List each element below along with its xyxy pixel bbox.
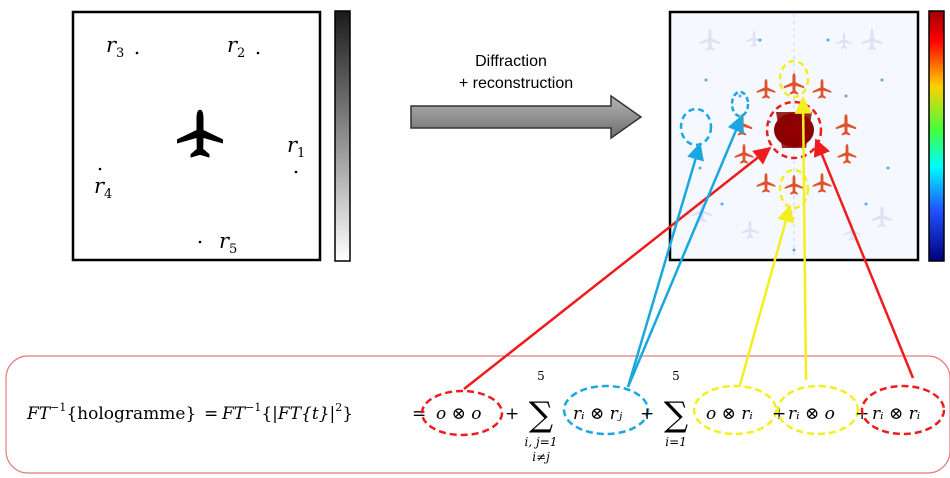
eq-plus-3: + (772, 404, 786, 424)
eq-rhs-ft: FT (221, 404, 247, 424)
rainbow-colorbar (928, 10, 945, 262)
process-label-line1: Diffraction (475, 53, 547, 70)
process-arrow: Diffraction + reconstruction (410, 53, 643, 140)
point-r2: r2 (227, 33, 260, 61)
sum1-bottom: i, j=1 (525, 435, 558, 449)
highlight-autocorr (765, 100, 823, 160)
point-r1: r1 (287, 133, 305, 174)
ellipse-riri (860, 384, 946, 436)
arrow-right-icon (410, 94, 643, 140)
svg-text:r2: r2 (227, 33, 245, 61)
arrow-or (738, 204, 795, 386)
eq-equals-1: = (204, 404, 218, 424)
eq-lhs-ft: FT (26, 404, 52, 424)
sum2-top: 5 (672, 369, 680, 383)
highlight-or-top (778, 59, 810, 99)
highlight-rr-inner (730, 90, 750, 118)
term-oo: o ⊗ o (436, 404, 482, 424)
ellipse-oo (420, 389, 504, 437)
term-rirj: rᵢ ⊗ rⱼ (573, 404, 623, 424)
svg-text:r5: r5 (219, 229, 237, 257)
term-riri: rᵢ ⊗ rᵢ (872, 404, 920, 424)
sum1-cond: i≠j (532, 450, 550, 464)
sum2-bottom: i=1 (665, 435, 687, 449)
sum1-sigma: ∑ (529, 395, 553, 435)
sum2-sigma: ∑ (664, 395, 688, 435)
eq-inner-ft: FT (277, 404, 303, 424)
blue-dots (698, 38, 890, 252)
object-panel: r3 r2 r1 r4 r5 (71, 10, 322, 262)
connector-arrows (463, 96, 915, 390)
process-label-line2: + reconstruction (459, 75, 573, 92)
equation: FT−1{hologramme} = FT−1{|FT{t}|2} = o ⊗ … (26, 369, 946, 464)
arrow-rri (813, 138, 915, 379)
point-r3: r3 (106, 33, 139, 61)
svg-text:FT−1{|FT{t}|2}: FT−1{|FT{t}|2} (221, 401, 353, 424)
arrow-ro (794, 96, 812, 381)
point-r5: r5 (198, 229, 237, 257)
sum1-top: 5 (537, 369, 545, 383)
point-r4: r4 (94, 167, 112, 202)
arrow-rr-1 (626, 142, 704, 388)
eq-inner-arg: {t} (301, 404, 329, 424)
reconstruction-panel (668, 10, 920, 262)
eq-rhs-close: } (342, 404, 353, 424)
ellipse-ori (692, 384, 778, 436)
eq-rhs-open: {| (261, 404, 278, 424)
arrow-oo (463, 146, 772, 390)
equation-frame (5, 355, 950, 474)
term-ori: o ⊗ rᵢ (706, 404, 753, 424)
svg-text:FT−1{hologramme}: FT−1{hologramme} (26, 401, 196, 424)
svg-text:r1: r1 (287, 133, 305, 161)
eq-lhs-arg: {hologramme} (66, 404, 196, 424)
eq-rhs-square: 2 (335, 401, 342, 414)
svg-text:r4: r4 (94, 174, 112, 202)
eq-rhs-abs-close: | (330, 404, 336, 424)
ellipse-rio (776, 384, 860, 436)
term-rio: rᵢ ⊗ o (788, 404, 835, 424)
svg-text:r3: r3 (106, 33, 124, 61)
eq-plus-1: + (505, 404, 519, 424)
ellipse-rr (562, 384, 650, 436)
grayscale-colorbar (334, 10, 351, 262)
arrow-rr-2 (626, 114, 744, 388)
eq-plus-2: + (640, 404, 654, 424)
eq-rhs-exp: −1 (245, 401, 261, 414)
eq-lhs-exp: −1 (50, 401, 66, 414)
